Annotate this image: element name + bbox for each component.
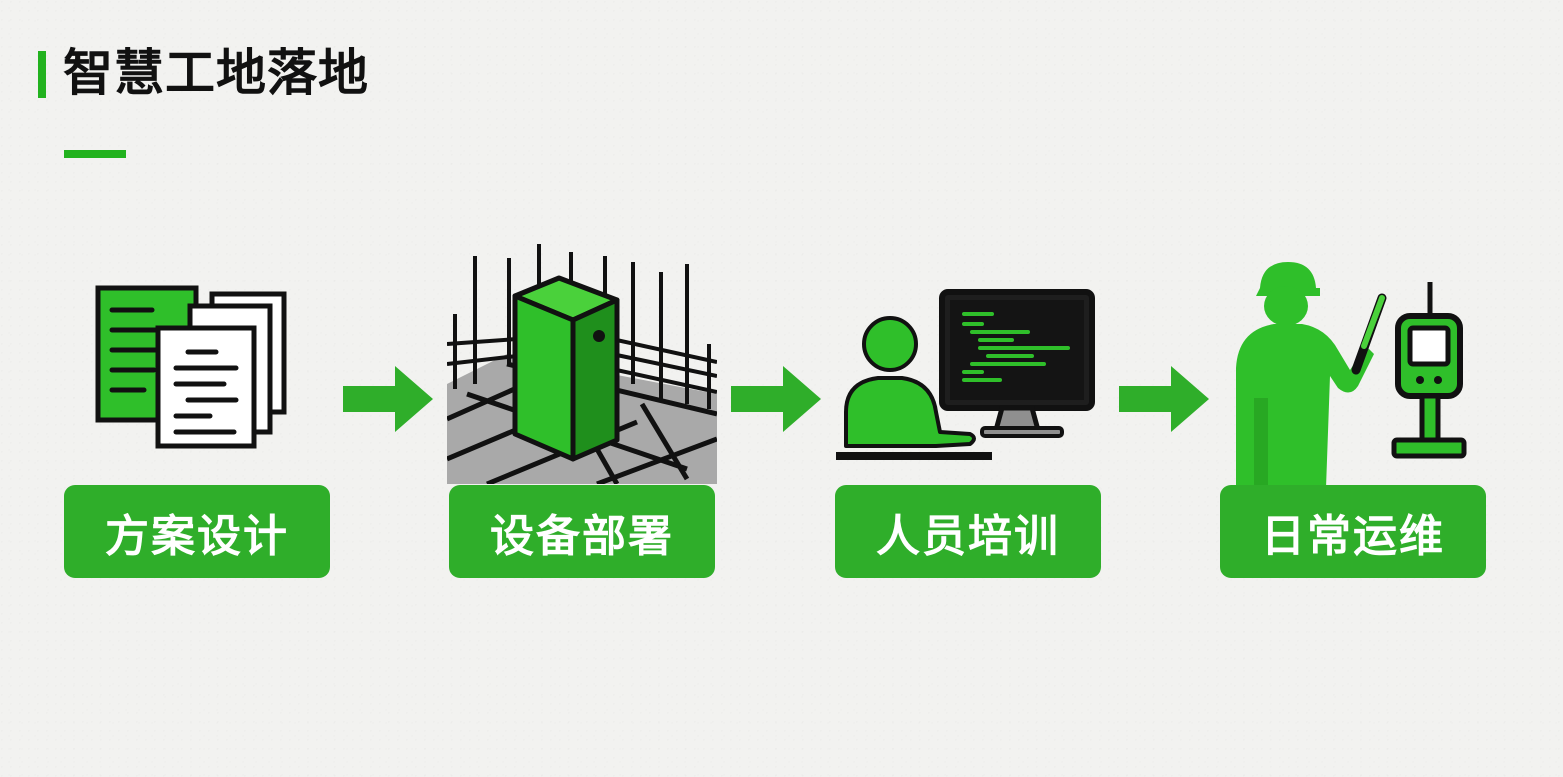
arrow-right-icon [343,366,433,432]
step-label-device-deployment: 设备部署 [449,485,715,578]
step-label-plan-design: 方案设计 [64,485,330,578]
construction-device-icon [447,244,717,484]
arrow-right-icon [1119,366,1209,432]
page-title: 智慧工地落地 [63,44,369,102]
title-underline [64,150,126,158]
arrow-right-icon [731,366,821,432]
title-accent-bar [38,51,46,98]
documents-icon [95,285,287,449]
training-computer-icon [836,289,1095,460]
step-label-daily-maintenance: 日常运维 [1220,485,1486,578]
step-label-staff-training: 人员培训 [835,485,1101,578]
maintenance-worker-icon [1236,262,1467,488]
